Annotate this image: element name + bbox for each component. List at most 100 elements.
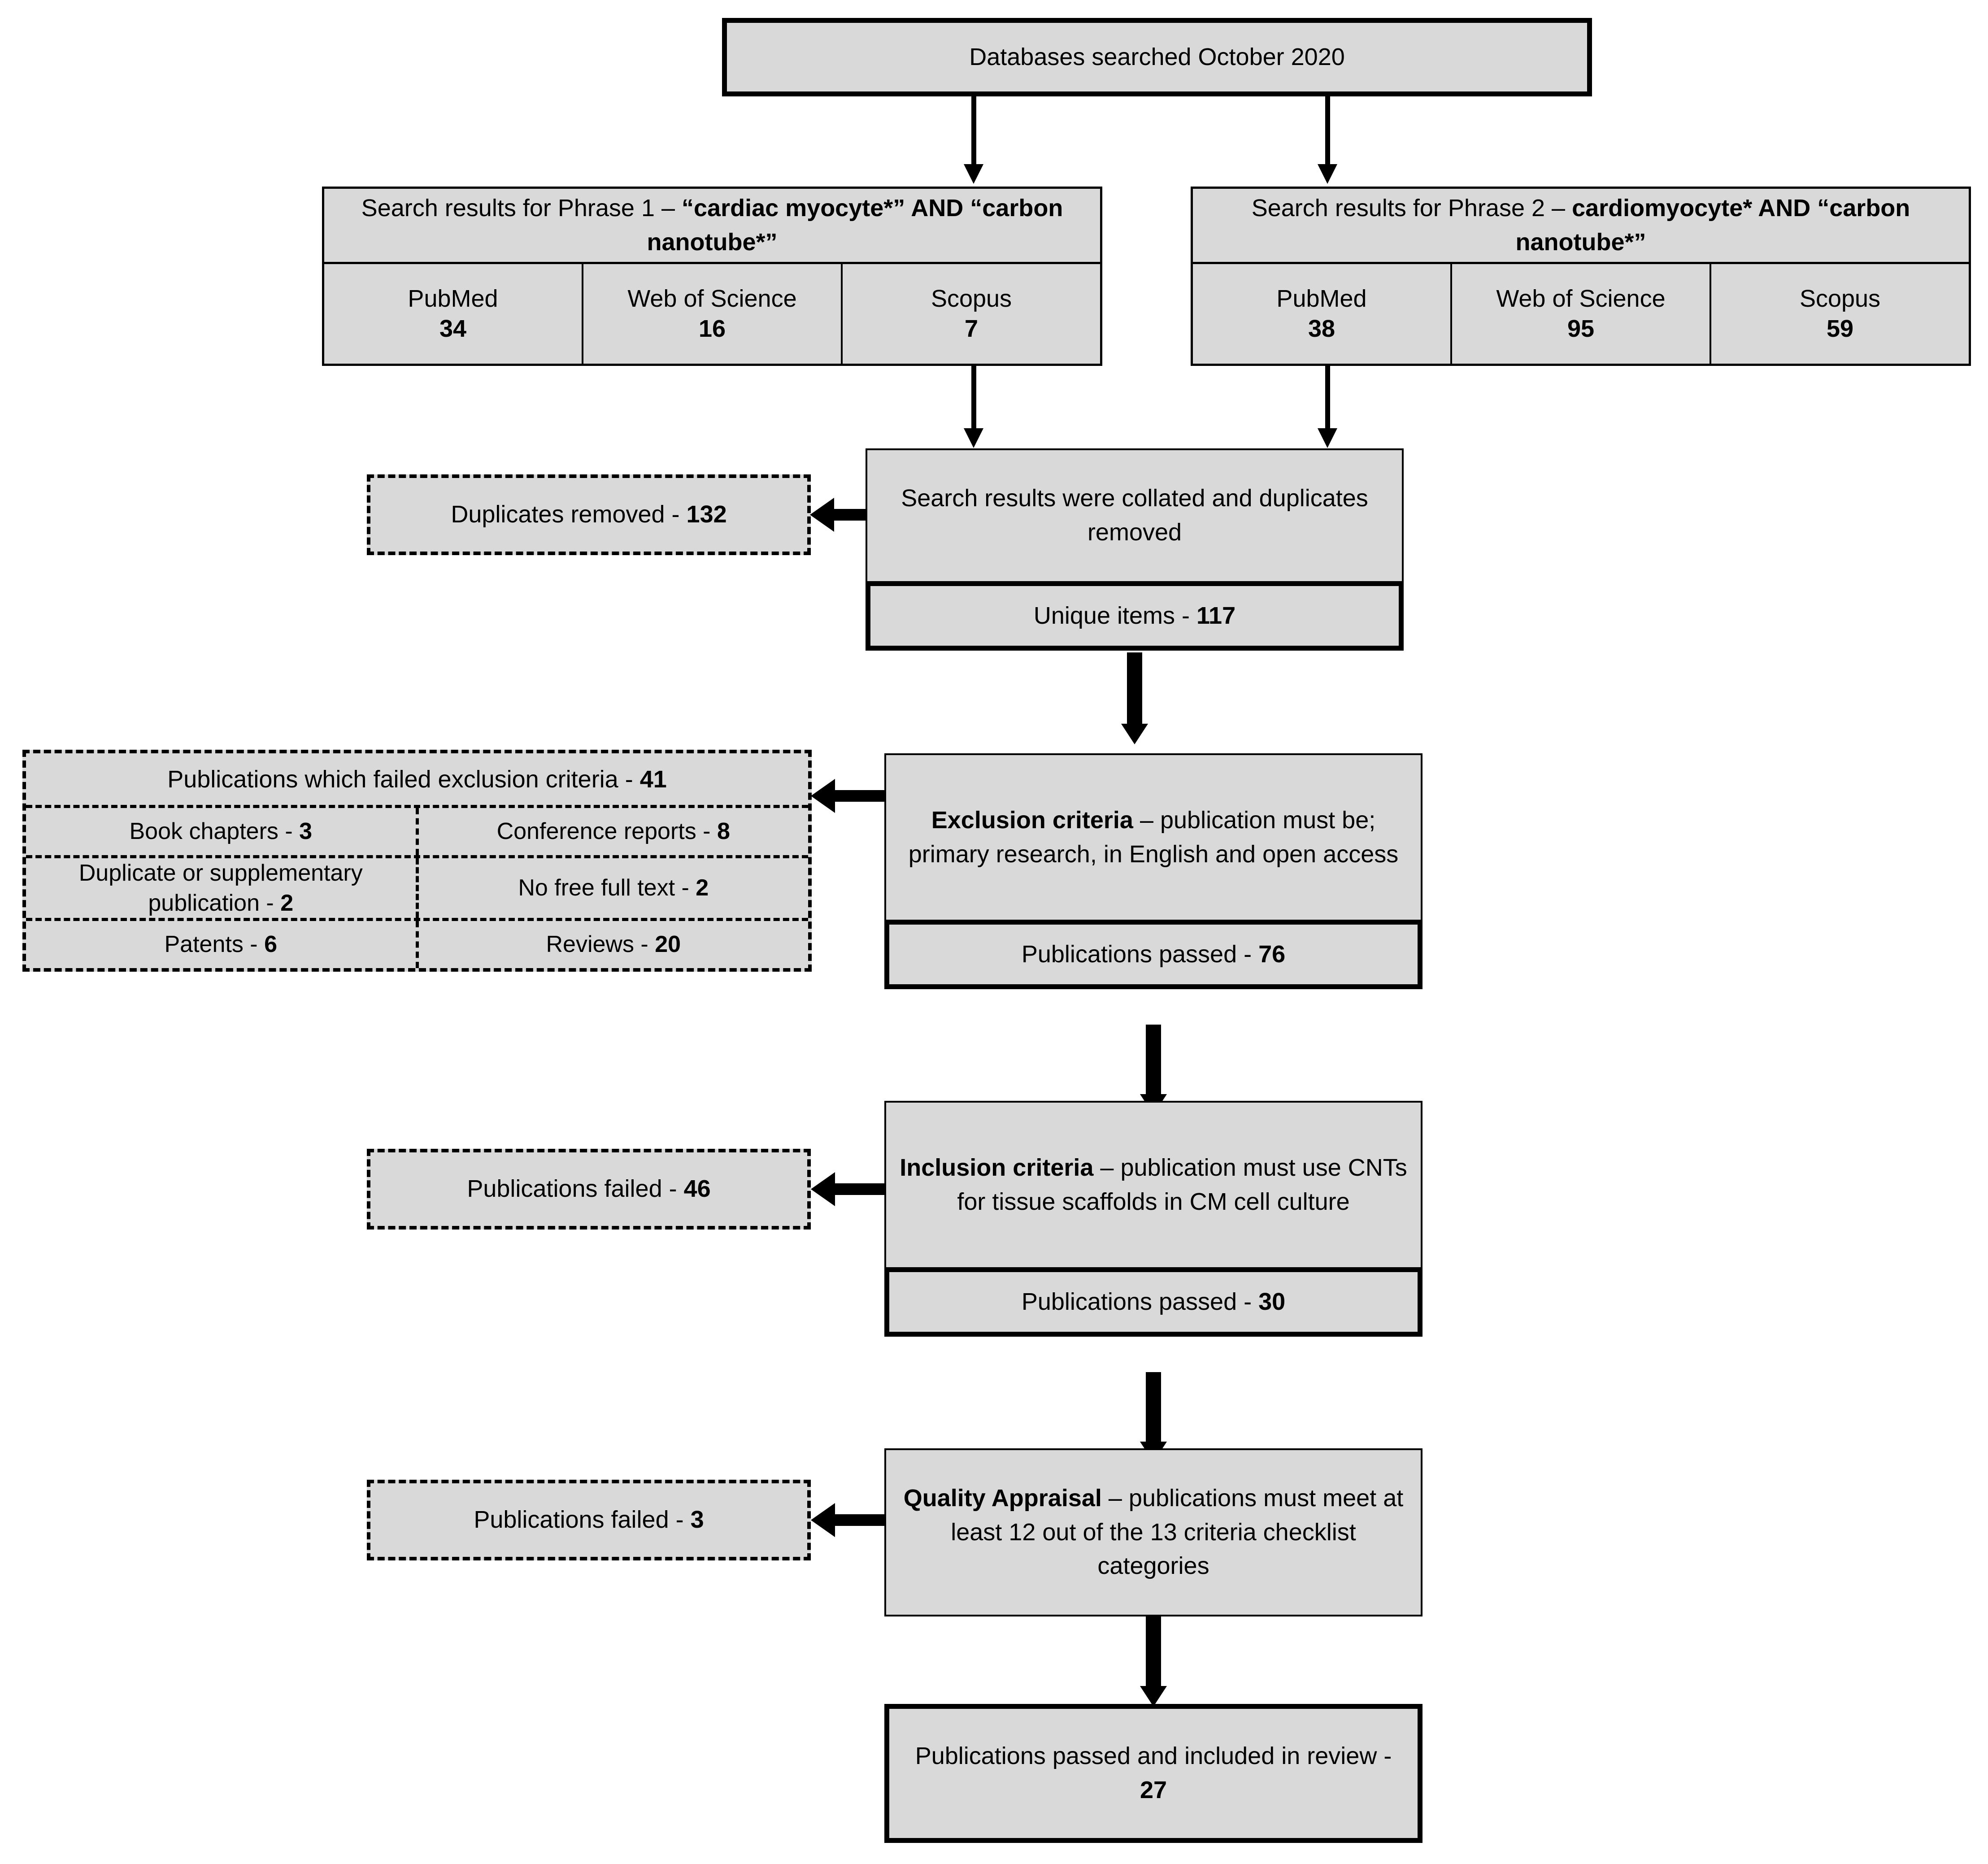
inclusion-passed-prefix: Publications passed -	[1021, 1288, 1259, 1315]
reviews-value: 20	[655, 931, 681, 958]
phrase2-database-pubmed[interactable]: PubMed 38	[1193, 264, 1452, 364]
search-phrase-1-prefix: Search results for Phrase 1 –	[361, 194, 682, 222]
phrase1-database-web-of-science[interactable]: Web of Science 16	[583, 264, 843, 364]
book-chapters-prefix: Book chapters -	[129, 818, 300, 845]
exclusion-reason-book-chapters[interactable]: Book chapters - 3	[26, 808, 419, 855]
exclusion-reason-conference-reports[interactable]: Conference reports - 8	[419, 808, 809, 855]
node-search-phrase-2[interactable]: Search results for Phrase 2 – cardiomyoc…	[1191, 187, 1971, 366]
phrase1-wos-label: Web of Science	[627, 285, 797, 312]
phrase2-database-scopus[interactable]: Scopus 59	[1711, 264, 1969, 364]
node-databases-searched[interactable]: Databases searched October 2020	[722, 18, 1592, 96]
quality-appraisal-title: Quality Appraisal	[903, 1485, 1102, 1512]
inclusion-criteria-body: – publication must use CNTs for tissue s…	[957, 1154, 1407, 1215]
connector-exclusion-to-inclusion	[1146, 1025, 1161, 1096]
connector-phrase1-to-collation	[971, 366, 976, 431]
phrase2-pubmed-label: PubMed	[1276, 285, 1367, 312]
unique-items-label: Unique items - 117	[1022, 599, 1247, 633]
phrase2-database-web-of-science[interactable]: Web of Science 95	[1452, 264, 1711, 364]
node-exclusion-failed-table[interactable]: Publications which failed exclusion crit…	[22, 750, 812, 972]
quality-appraisal-body: – publications must meet at least 12 out…	[951, 1485, 1404, 1580]
quality-failed-prefix: Publications failed -	[474, 1506, 691, 1534]
node-final-included[interactable]: Publications passed and included in revi…	[884, 1704, 1422, 1843]
phrase1-wos-count: 16	[698, 315, 726, 342]
reviews-prefix: Reviews -	[546, 931, 655, 958]
arrowhead-databases-to-phrase1	[964, 164, 983, 184]
no-free-full-text-prefix: No free full text -	[518, 875, 696, 901]
node-inclusion-criteria[interactable]: Inclusion criteria – publication must us…	[884, 1101, 1422, 1269]
exclusion-criteria-body: – publication must be; primary research,…	[908, 806, 1399, 868]
phrase1-pubmed-label: PubMed	[408, 285, 498, 312]
arrowhead-collation-to-duplicates	[810, 498, 834, 532]
unique-items-value: 117	[1196, 602, 1236, 629]
phrase1-database-scopus[interactable]: Scopus 7	[843, 264, 1100, 364]
phrase1-pubmed-count: 34	[439, 315, 467, 342]
connector-inclusion-to-failed	[835, 1183, 884, 1195]
unique-items-prefix: Unique items -	[1033, 602, 1196, 629]
exclusion-failed-row: Patents - 6 Reviews - 20	[26, 921, 808, 968]
exclusion-failed-heading: Publications which failed exclusion crit…	[26, 753, 808, 808]
connector-databases-to-phrase1	[971, 96, 976, 166]
arrowhead-phrase1-to-collation	[964, 428, 983, 448]
inclusion-failed-value: 46	[683, 1175, 711, 1203]
node-quality-appraisal[interactable]: Quality Appraisal – publications must me…	[884, 1448, 1422, 1616]
node-search-phrase-1[interactable]: Search results for Phrase 1 – “cardiac m…	[322, 187, 1102, 366]
quality-failed-value: 3	[690, 1506, 704, 1534]
phrase2-wos-label: Web of Science	[1496, 285, 1666, 312]
phrase2-wos-count: 95	[1567, 315, 1595, 342]
search-phrase-1-heading: Search results for Phrase 1 – “cardiac m…	[324, 189, 1100, 264]
node-exclusion-passed[interactable]: Publications passed - 76	[884, 920, 1422, 989]
patents-prefix: Patents -	[164, 931, 265, 958]
patents-value: 6	[264, 931, 277, 958]
connector-quality-to-failed	[835, 1514, 884, 1526]
exclusion-passed-label: Publications passed - 76	[1010, 938, 1297, 972]
exclusion-reason-duplicate-supplementary[interactable]: Duplicate or supplementary publication -…	[26, 858, 419, 918]
exclusion-criteria-title: Exclusion criteria	[931, 806, 1133, 834]
inclusion-criteria-label: Inclusion criteria – publication must us…	[886, 1151, 1421, 1219]
exclusion-reason-patents[interactable]: Patents - 6	[26, 921, 419, 968]
search-phrase-2-terms: cardiomyocyte* AND “carbon nanotube*”	[1515, 194, 1910, 256]
search-phrase-2-prefix: Search results for Phrase 2 –	[1251, 194, 1572, 222]
arrowhead-phrase2-to-collation	[1318, 428, 1337, 448]
node-unique-items[interactable]: Unique items - 117	[866, 581, 1404, 651]
final-included-value: 27	[1140, 1777, 1167, 1803]
arrowhead-inclusion-to-failed	[811, 1172, 835, 1206]
conference-reports-value: 8	[717, 818, 730, 845]
final-included-prefix: Publications passed and included in revi…	[915, 1742, 1392, 1770]
arrowhead-quality-to-failed	[811, 1503, 835, 1537]
duplicates-removed-label: Duplicates removed - 132	[439, 498, 738, 532]
exclusion-reason-reviews[interactable]: Reviews - 20	[419, 921, 809, 968]
duplicates-removed-value: 132	[686, 501, 727, 528]
search-phrase-2-database-columns: PubMed 38 Web of Science 95 Scopus 59	[1193, 264, 1969, 364]
exclusion-reason-no-free-full-text[interactable]: No free full text - 2	[419, 858, 809, 918]
arrowhead-unique-to-exclusion	[1121, 724, 1148, 744]
exclusion-failed-row: Book chapters - 3 Conference reports - 8	[26, 808, 808, 858]
phrase1-database-pubmed[interactable]: PubMed 34	[324, 264, 583, 364]
node-inclusion-failed[interactable]: Publications failed - 46	[367, 1149, 811, 1230]
node-quality-failed[interactable]: Publications failed - 3	[367, 1480, 811, 1560]
book-chapters-value: 3	[299, 818, 313, 845]
inclusion-criteria-title: Inclusion criteria	[900, 1154, 1094, 1181]
phrase1-scopus-count: 7	[964, 315, 979, 342]
connector-unique-to-exclusion	[1127, 652, 1142, 726]
exclusion-passed-value: 76	[1258, 940, 1286, 968]
node-exclusion-criteria[interactable]: Exclusion criteria – publication must be…	[884, 753, 1422, 921]
node-exclusion-criteria-stack: Exclusion criteria – publication must be…	[884, 753, 1422, 1025]
inclusion-failed-prefix: Publications failed -	[467, 1175, 684, 1203]
connector-quality-to-final	[1146, 1616, 1161, 1688]
exclusion-failed-row: Duplicate or supplementary publication -…	[26, 858, 808, 921]
inclusion-passed-value: 30	[1258, 1288, 1286, 1315]
phrase2-scopus-label: Scopus	[1799, 285, 1881, 312]
inclusion-failed-label: Publications failed - 46	[455, 1172, 722, 1206]
search-phrase-1-terms: “cardiac myocyte*” AND “carbon nanotube*…	[647, 194, 1063, 256]
duplicates-removed-prefix: Duplicates removed -	[451, 501, 687, 528]
node-collation[interactable]: Search results were collated and duplica…	[866, 448, 1404, 583]
phrase2-scopus-count: 59	[1826, 315, 1854, 342]
databases-searched-label: Databases searched October 2020	[969, 43, 1345, 70]
node-duplicates-removed[interactable]: Duplicates removed - 132	[367, 474, 811, 555]
phrase1-scopus-label: Scopus	[931, 285, 1012, 312]
arrowhead-quality-to-final	[1140, 1686, 1167, 1707]
search-phrase-1-database-columns: PubMed 34 Web of Science 16 Scopus 7	[324, 264, 1100, 364]
node-inclusion-passed[interactable]: Publications passed - 30	[884, 1267, 1422, 1337]
exclusion-failed-prefix: Publications which failed exclusion crit…	[167, 765, 640, 793]
